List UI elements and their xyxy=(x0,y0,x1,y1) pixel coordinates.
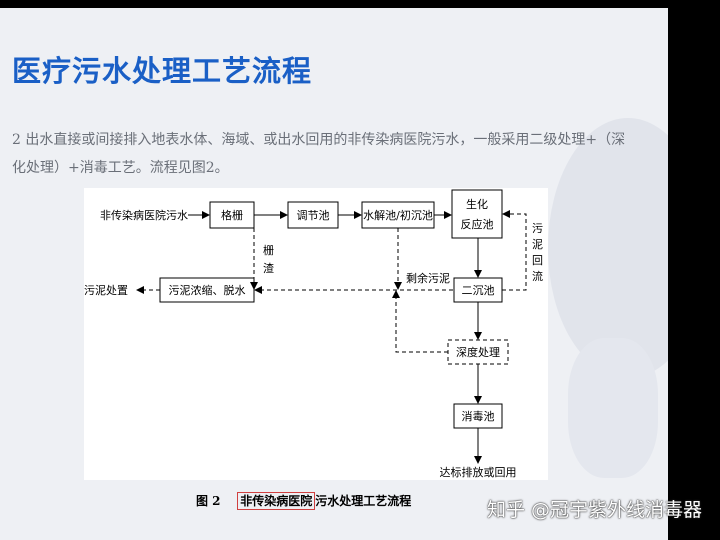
sludge-disposal-label: 污泥处置 xyxy=(84,284,128,297)
bio-reactor-label-1: 生化 xyxy=(466,197,488,211)
return-sludge-label-1: 污 xyxy=(532,222,543,235)
flow-diagram: 非传染病医院污水 格栅 调节池 水解池/初沉池 生化 反应池 二沉池 深度处理 … xyxy=(84,188,548,480)
arrow-return-sludge xyxy=(502,210,527,291)
bio-reactor-label-2: 反应池 xyxy=(461,217,494,231)
excess-sludge-label: 剩余污泥 xyxy=(406,271,450,285)
discharge-label: 达标排放或回用 xyxy=(440,465,517,479)
grille-label: 格栅 xyxy=(221,208,243,222)
grille-box xyxy=(209,201,255,229)
disinfection-tank-label: 消毒池 xyxy=(462,409,495,423)
regulating-tank-box xyxy=(287,201,339,229)
caption-suffix: 污水处理工艺流程 xyxy=(315,494,412,508)
bio-reactor-box xyxy=(451,189,503,239)
advanced-treatment-label: 深度处理 xyxy=(456,345,500,359)
arrow-advanced-sludge xyxy=(392,290,448,353)
return-sludge-label-2: 泥 xyxy=(532,238,543,251)
figure-caption: 图 2 非传染病医院污水处理工艺流程 xyxy=(196,492,412,510)
hydrolysis-tank-label: 水解池/初沉池 xyxy=(363,208,433,222)
background-decoration xyxy=(568,338,658,478)
source-label: 非传染病医院污水 xyxy=(100,208,188,222)
regulating-tank-label: 调节池 xyxy=(297,209,330,222)
slide-paragraph: 2 出水直接或间接排入地表水体、海域、或出水回用的非传染病医院污水，一般采用二级… xyxy=(12,132,626,176)
background-decoration xyxy=(548,118,668,378)
return-sludge-label-4: 流 xyxy=(532,269,543,283)
watermark: 知乎 @冠宇紫外线消毒器 xyxy=(486,499,702,521)
caption-highlight: 非传染病医院 xyxy=(237,492,316,510)
disinfection-tank-box xyxy=(453,403,503,429)
grille-residue-label-1: 栅 xyxy=(263,243,274,257)
return-sludge-label-3: 回 xyxy=(532,254,543,267)
sludge-thickening-label: 污泥浓缩、脱水 xyxy=(169,283,246,297)
secondary-clarifier-label: 二沉池 xyxy=(462,284,495,297)
hydrolysis-tank-box xyxy=(361,201,435,229)
grille-residue-label-2: 渣 xyxy=(263,261,274,275)
slide-title: 医疗污水处理工艺流程 xyxy=(12,54,313,88)
slide: 医疗污水处理工艺流程 2 出水直接或间接排入地表水体、海域、或出水回用的非传染病… xyxy=(0,8,668,540)
caption-prefix: 图 2 xyxy=(196,494,221,508)
